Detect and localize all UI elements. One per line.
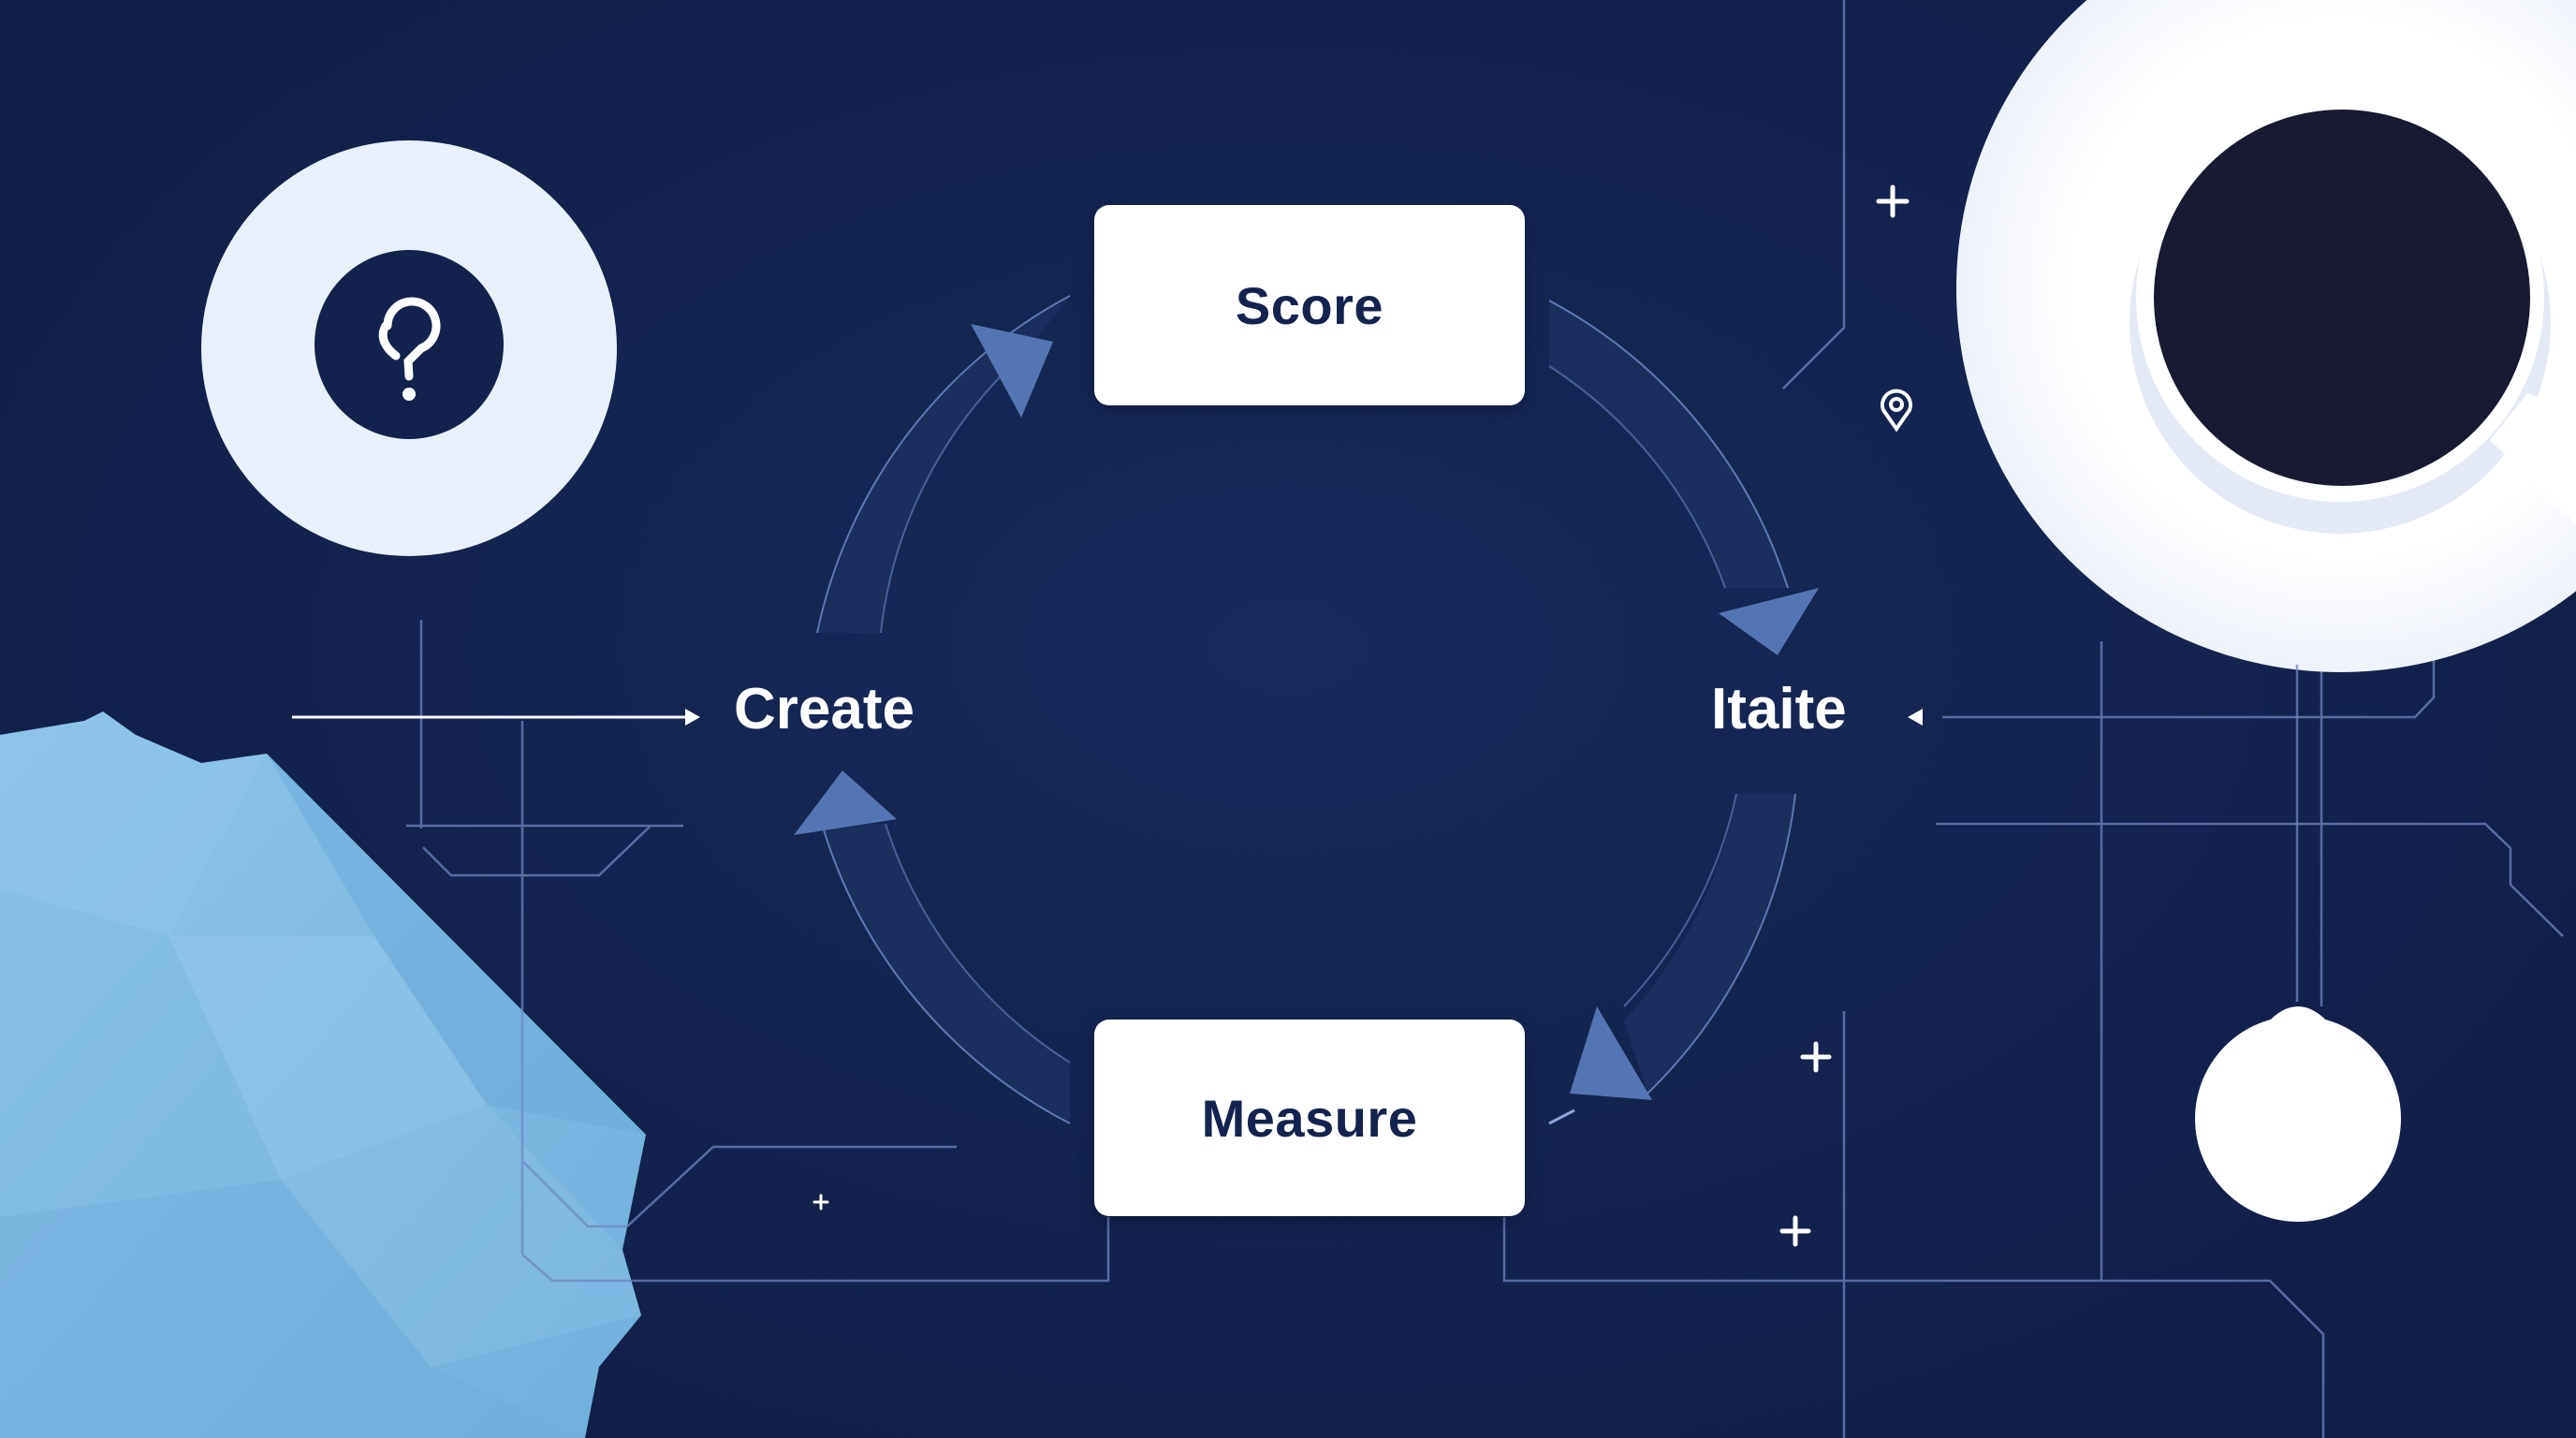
circuit-lines bbox=[406, 0, 2564, 1438]
node-score-label: Score bbox=[1235, 275, 1384, 335]
coffee-cup-icon bbox=[1956, 0, 2576, 672]
hanging-ornament bbox=[2195, 665, 2401, 1222]
node-iterate-label: Itaite bbox=[1711, 677, 1847, 741]
cycle-arcs bbox=[794, 295, 1819, 1125]
connector-arrows bbox=[292, 709, 1923, 726]
help-badge bbox=[201, 140, 617, 556]
node-create-label: Create bbox=[734, 677, 915, 741]
location-pin-icon bbox=[1881, 389, 1912, 433]
question-icon bbox=[378, 297, 441, 381]
node-measure-label: Measure bbox=[1201, 1088, 1418, 1148]
node-score: Score bbox=[1094, 205, 1525, 405]
decorative-polygon bbox=[0, 712, 646, 1438]
node-measure: Measure bbox=[1094, 1020, 1525, 1216]
plus-icon bbox=[812, 184, 1910, 1247]
